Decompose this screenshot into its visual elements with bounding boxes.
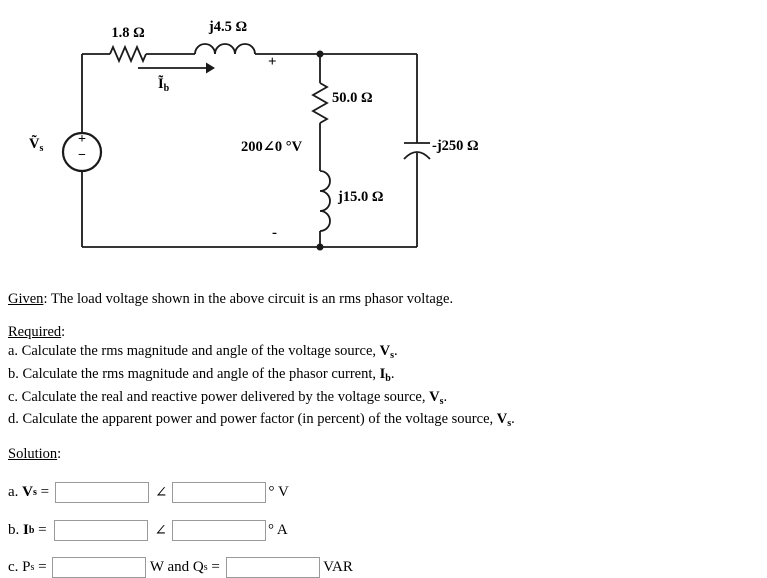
row-b-equals: = <box>34 522 51 538</box>
source-plus-sign: + <box>78 132 86 147</box>
source-minus-sign: − <box>78 148 86 163</box>
row-c-unit: VAR <box>319 559 353 575</box>
load-minus-sign: - <box>272 225 277 241</box>
circuit-wires <box>61 43 431 248</box>
item-subscript: s <box>439 396 444 407</box>
load-voltage-label: 200∠0 °V <box>241 139 303 155</box>
circuit-solids <box>206 50 324 251</box>
row-b-unit: ° A <box>267 522 288 538</box>
row-a-symbol: V <box>22 484 34 500</box>
current-symbol: Ĩ <box>158 76 164 92</box>
row-b-angle-symbol: ∠ <box>154 523 167 539</box>
ps-real-power-input[interactable] <box>52 557 147 578</box>
item-symbol: V <box>379 343 391 359</box>
item-period: . <box>443 389 448 405</box>
inductor-l1-label: j4.5 Ω <box>208 19 248 35</box>
inductor-l1-symbol <box>194 43 256 55</box>
vs-magnitude-input[interactable] <box>54 482 149 503</box>
solution-colon: : <box>57 446 62 462</box>
item-subscript: s <box>507 418 512 429</box>
row-b-subscript: b <box>28 525 35 536</box>
row-b-prefix: b. <box>8 522 23 538</box>
row-b-symbol: I <box>23 522 29 538</box>
given-text: : The load voltage shown in the above ci… <box>43 291 454 307</box>
resistor-r1-label: 1.8 Ω <box>111 25 145 41</box>
item-text: d. Calculate the apparent power and powe… <box>8 411 497 427</box>
solution-label: Solution <box>8 446 58 462</box>
given-label: Given <box>8 291 44 307</box>
source-subscript: s <box>39 143 44 154</box>
capacitor-plate-bottom <box>403 151 431 160</box>
row-c-equals: = <box>34 559 51 575</box>
node-dot-top <box>316 50 324 58</box>
circuit-diagram <box>61 43 431 251</box>
item-period: . <box>394 343 398 359</box>
inductor-l2-symbol <box>319 170 331 232</box>
capacitor-c1-label: -j250 Ω <box>432 138 479 154</box>
item-text: b. Calculate the rms magnitude and angle… <box>8 366 380 382</box>
solution-heading: Solution: <box>8 446 61 463</box>
inductor-l2-label: j15.0 Ω <box>338 189 384 205</box>
row-a-equals: = <box>36 484 53 500</box>
row-a-unit: ° V <box>268 484 289 500</box>
required-heading: Required: <box>8 324 65 341</box>
current-arrowhead <box>206 62 215 74</box>
row-c-mid-equals: = <box>207 559 224 575</box>
row-c-subscript: s <box>30 562 35 573</box>
row-c-mid-subscript: s <box>203 562 208 573</box>
required-item-d: d. Calculate the apparent power and powe… <box>8 411 515 429</box>
current-subscript: b <box>163 83 170 94</box>
node-dot-bottom <box>316 243 324 251</box>
vs-angle-input[interactable] <box>172 482 267 503</box>
voltage-source-symbol <box>61 131 103 173</box>
required-item-c: c. Calculate the real and reactive power… <box>8 389 447 407</box>
row-a-angle-symbol: ∠ <box>154 485 168 501</box>
resistor-r2-symbol <box>311 82 329 124</box>
current-ib-label: Ĩb <box>158 76 169 94</box>
required-colon: : <box>61 324 66 340</box>
item-text: c. Calculate the real and reactive power… <box>8 389 430 405</box>
source-vs-label: Ṽs <box>29 136 43 154</box>
item-subscript: s <box>390 350 395 361</box>
row-c-mid-text: W and Q <box>146 559 204 575</box>
item-symbol: V <box>429 389 440 405</box>
load-plus-sign: + <box>268 54 277 70</box>
qs-reactive-power-input[interactable] <box>225 557 320 578</box>
given-line: Given: The load voltage shown in the abo… <box>8 291 453 308</box>
source-symbol: Ṽ <box>29 136 40 152</box>
item-symbol: V <box>496 411 508 427</box>
required-label: Required <box>8 324 62 340</box>
ib-magnitude-input[interactable] <box>54 520 149 541</box>
item-symbol: I <box>379 366 386 382</box>
item-period: . <box>390 366 395 382</box>
resistor-r2-label: 50.0 Ω <box>332 90 373 106</box>
row-a-prefix: a. <box>8 484 23 500</box>
resistor-r1-symbol <box>109 44 147 64</box>
required-item-b: b. Calculate the rms magnitude and angle… <box>8 366 394 384</box>
item-text: a. Calculate the rms magnitude and angle… <box>8 343 380 359</box>
row-a-subscript: s <box>33 487 37 498</box>
ib-angle-input[interactable] <box>171 520 266 541</box>
required-item-a: a. Calculate the rms magnitude and angle… <box>8 343 398 361</box>
row-c-prefix: c. P <box>8 559 31 575</box>
item-period: . <box>511 411 515 427</box>
item-subscript: b <box>385 373 391 384</box>
